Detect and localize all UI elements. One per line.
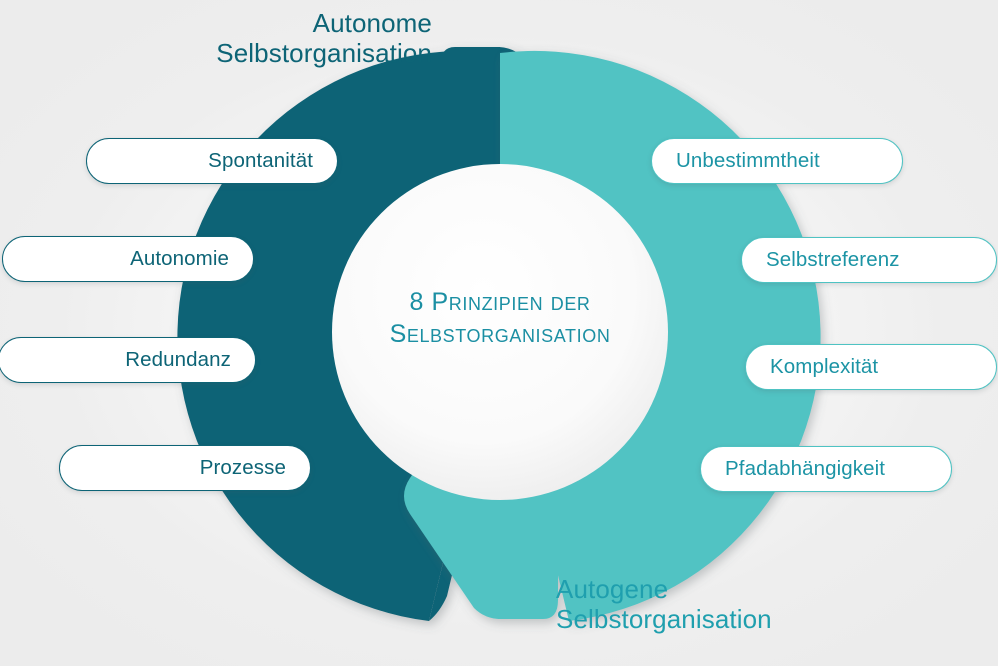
caption-autogene-selbstorganisation: Autogene Selbstorganisation (556, 574, 772, 635)
principle-pill-prozesse[interactable]: Prozesse (59, 445, 311, 491)
principle-pill-spontanitaet[interactable]: Spontanität (86, 138, 338, 184)
principle-label: Spontanität (208, 149, 313, 172)
ring-inner-circle (332, 164, 668, 500)
caption-autonome-selbstorganisation: Autonome Selbstorganisation (216, 8, 432, 69)
principle-pill-pfadabhaengigkeit[interactable]: Pfadabhängigkeit (700, 446, 952, 492)
principle-pill-komplexitaet[interactable]: Komplexität (745, 344, 997, 390)
center-title: 8 Prinzipien der Selbstorganisation (389, 288, 611, 348)
principle-label: Prozesse (199, 456, 286, 479)
principle-pill-redundanz[interactable]: Redundanz (0, 337, 256, 383)
principle-pill-selbstreferenz[interactable]: Selbstreferenz (741, 237, 997, 283)
principle-label: Redundanz (125, 348, 231, 371)
principle-label: Pfadabhängigkeit (725, 457, 886, 480)
principle-pill-autonomie[interactable]: Autonomie (2, 236, 254, 282)
principle-label: Autonomie (130, 247, 229, 270)
principle-label: Komplexität (770, 355, 879, 378)
principle-pill-unbestimmtheit[interactable]: Unbestimmtheit (651, 138, 903, 184)
principle-label: Unbestimmtheit (676, 149, 820, 172)
principle-label: Selbstreferenz (766, 248, 900, 271)
